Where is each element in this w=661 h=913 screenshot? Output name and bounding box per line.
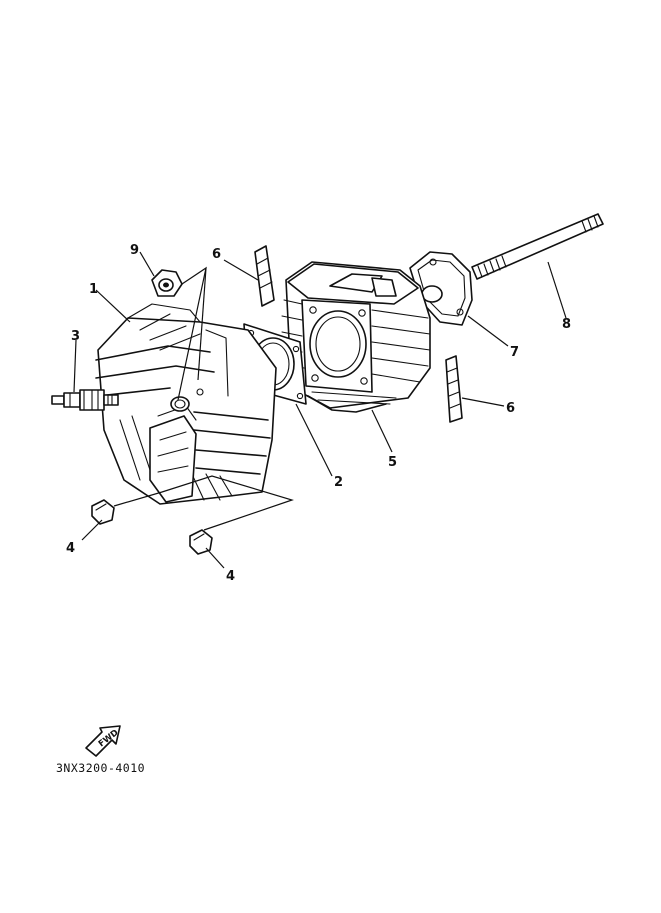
callout-9: 9: [130, 243, 139, 258]
dowel-pin-upper: [254, 245, 275, 307]
callout-numbers: 9 6 1 3 2 5 7 8 6 4 4: [66, 243, 571, 584]
callout-4-left: 4: [66, 541, 75, 556]
callout-2: 2: [334, 475, 343, 490]
dowel-pin-right: [445, 355, 463, 423]
nut: [151, 269, 183, 297]
callout-3: 3: [71, 329, 80, 344]
stud-bolt: [471, 213, 604, 280]
callout-4-right: 4: [226, 569, 235, 584]
cap-left: [91, 499, 115, 525]
callout-5: 5: [388, 455, 397, 470]
callout-6-upper: 6: [212, 247, 221, 262]
cylinder-head: [95, 303, 277, 505]
fwd-arrow-icon: FWD: [85, 725, 121, 757]
drawing-code: 3NX3200-4010: [56, 761, 145, 775]
callout-8: 8: [562, 317, 571, 332]
spark-plug: [51, 389, 119, 411]
callout-1: 1: [89, 282, 98, 297]
cylinder: [281, 261, 431, 413]
leader-lines: [73, 251, 567, 569]
callout-7: 7: [510, 345, 519, 360]
callout-6-right: 6: [506, 401, 515, 416]
